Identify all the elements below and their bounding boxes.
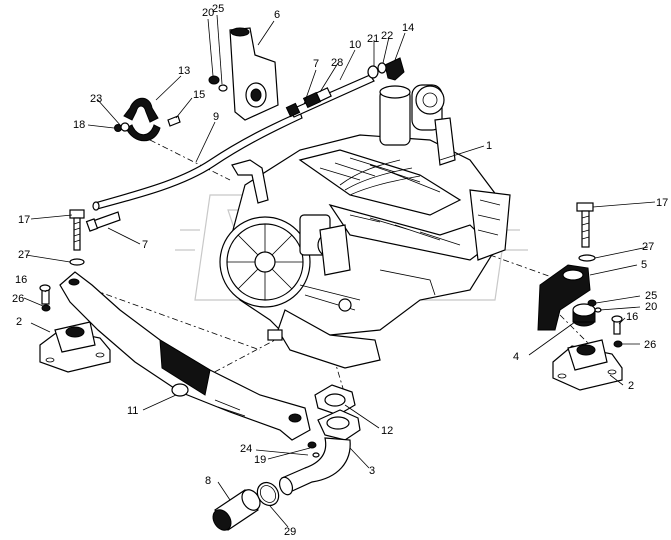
- right-bolts: [576, 202, 596, 262]
- sealing-ring: [256, 481, 280, 507]
- callout-25: 25: [645, 290, 657, 302]
- callout-2: 2: [628, 380, 634, 392]
- callout-25: 25: [212, 3, 224, 15]
- callout-29: 29: [284, 526, 296, 538]
- callout-12: 12: [381, 425, 393, 437]
- coupling-rod: [285, 74, 375, 118]
- callout-26: 26: [644, 339, 656, 351]
- callout-28: 28: [331, 57, 343, 69]
- callout-19: 19: [254, 454, 266, 466]
- callout-9: 9: [213, 111, 219, 123]
- clamp-assembly: [114, 97, 181, 142]
- callout-labels: 1 2 2 3 4 5 6 7 7 8 9 10 11 12 13 14 15 …: [12, 3, 668, 538]
- engine-block: [219, 84, 511, 369]
- callout-7: 7: [142, 239, 148, 251]
- callout-22: 22: [381, 30, 393, 42]
- right-rubber-pad: [572, 303, 596, 327]
- callout-3: 3: [369, 465, 375, 477]
- callout-20: 20: [645, 301, 657, 313]
- rod-pipe: [92, 111, 303, 211]
- callout-18: 18: [73, 119, 85, 131]
- callout-7: 7: [313, 58, 319, 70]
- right-small-bolts: [611, 315, 623, 348]
- callout-27: 27: [642, 241, 654, 253]
- elbow-fasteners: [307, 441, 320, 458]
- left-bolts: [69, 209, 121, 266]
- front-crossmember: [59, 271, 311, 441]
- exhaust-pipe: [212, 489, 261, 531]
- exhaust-elbow: [278, 409, 361, 496]
- leader-lines: [23, 14, 656, 528]
- top-bracket: [229, 27, 279, 121]
- callout-10: 10: [349, 39, 361, 51]
- gasket: [314, 384, 356, 416]
- callout-2: 2: [16, 316, 22, 328]
- callout-17: 17: [656, 197, 668, 209]
- right-mount-pad: [552, 339, 623, 391]
- callout-23: 23: [90, 93, 102, 105]
- right-bracket: [537, 264, 591, 331]
- callout-4: 4: [513, 351, 519, 363]
- left-mount-pad: [39, 321, 111, 373]
- elbow-fitting: [367, 57, 405, 81]
- top-bolts: [208, 75, 228, 92]
- callout-27: 27: [18, 249, 30, 261]
- callout-15: 15: [193, 89, 205, 101]
- right-nuts: [587, 299, 602, 313]
- callout-26: 26: [12, 293, 24, 305]
- callout-5: 5: [641, 259, 647, 271]
- callout-14: 14: [402, 22, 414, 34]
- callout-16: 16: [15, 274, 27, 286]
- callout-24: 24: [240, 443, 252, 455]
- callout-16: 16: [626, 311, 638, 323]
- callout-8: 8: [205, 475, 211, 487]
- callout-20: 20: [202, 7, 214, 19]
- left-small-bolts: [39, 284, 51, 312]
- callout-1: 1: [486, 140, 492, 152]
- callout-13: 13: [178, 65, 190, 77]
- callout-21: 21: [367, 33, 379, 45]
- callout-17: 17: [18, 214, 30, 226]
- callout-6: 6: [274, 9, 280, 21]
- callout-11: 11: [127, 405, 138, 417]
